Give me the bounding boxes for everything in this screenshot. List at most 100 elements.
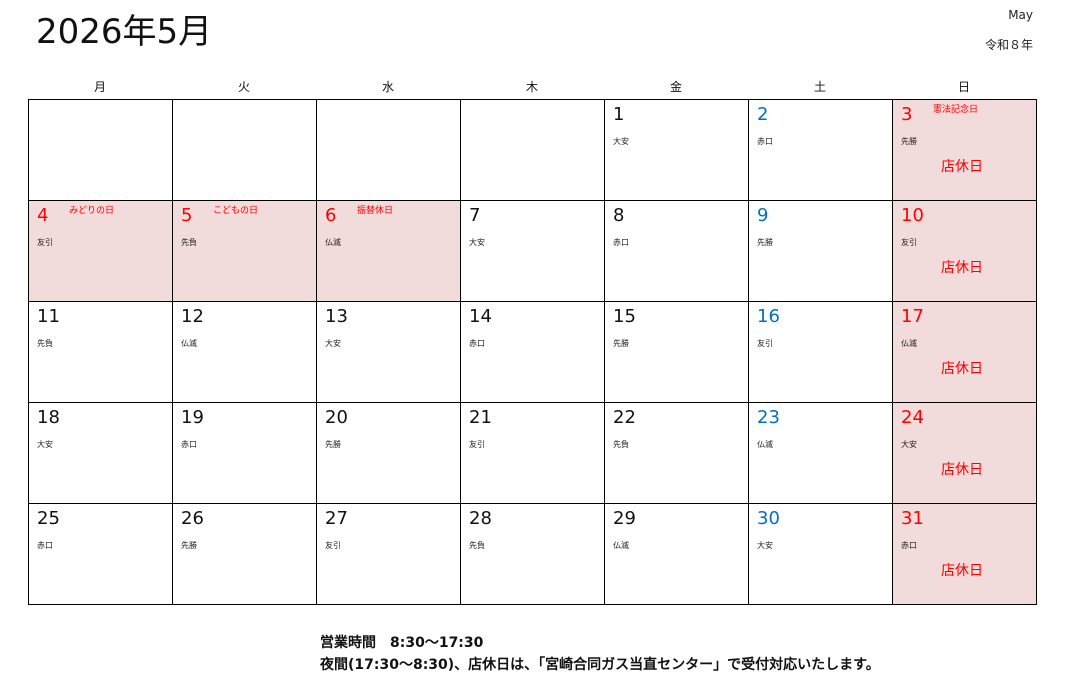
rokuyo-label: 大安 bbox=[37, 440, 53, 449]
day-number: 16 bbox=[757, 306, 780, 327]
day-number: 25 bbox=[37, 508, 60, 529]
day-number: 20 bbox=[325, 407, 348, 428]
day-number: 29 bbox=[613, 508, 636, 529]
day-cell: 21 友引 bbox=[460, 402, 605, 504]
footer-notice: 営業時間 8:30～17:30 夜間(17:30～8:30)、店休日は、「宮崎合… bbox=[320, 632, 880, 676]
rokuyo-label: 友引 bbox=[757, 339, 773, 348]
closed-day-label: 店休日 bbox=[941, 361, 983, 377]
rokuyo-label: 友引 bbox=[37, 238, 53, 247]
weekday-sat: 土 bbox=[813, 80, 826, 94]
day-cell: 16 友引 bbox=[748, 301, 893, 403]
rokuyo-label: 仏滅 bbox=[757, 440, 773, 449]
weekday-sun: 日 bbox=[957, 80, 970, 94]
day-cell: 23 仏滅 bbox=[748, 402, 893, 504]
day-number: 3 bbox=[901, 104, 913, 125]
day-number: 24 bbox=[901, 407, 924, 428]
closed-day-label: 店休日 bbox=[941, 563, 983, 579]
era-year: 令和８年 bbox=[984, 38, 1033, 52]
day-number: 17 bbox=[901, 306, 924, 327]
closed-day-label: 店休日 bbox=[941, 462, 983, 478]
month-english: May bbox=[1008, 8, 1033, 22]
rokuyo-label: 仏滅 bbox=[325, 238, 341, 247]
holiday-name: 振替休日 bbox=[357, 206, 394, 216]
day-number: 19 bbox=[181, 407, 204, 428]
day-cell bbox=[28, 99, 173, 201]
day-cell: 13 大安 bbox=[316, 301, 461, 403]
rokuyo-label: 仏滅 bbox=[613, 541, 629, 550]
rokuyo-label: 仏滅 bbox=[901, 339, 917, 348]
rokuyo-label: 先負 bbox=[181, 238, 197, 247]
holiday-name: 憲法記念日 bbox=[933, 105, 979, 115]
day-number: 30 bbox=[757, 508, 780, 529]
day-number: 14 bbox=[469, 306, 492, 327]
rokuyo-label: 先勝 bbox=[901, 137, 917, 146]
day-cell: 9 先勝 bbox=[748, 200, 893, 302]
rokuyo-label: 赤口 bbox=[469, 339, 485, 348]
weekday-tue: 火 bbox=[237, 80, 250, 94]
rokuyo-label: 大安 bbox=[901, 440, 917, 449]
rokuyo-label: 先勝 bbox=[757, 238, 773, 247]
day-number: 28 bbox=[469, 508, 492, 529]
rokuyo-label: 赤口 bbox=[901, 541, 917, 550]
weekday-wed: 水 bbox=[381, 80, 394, 94]
day-cell bbox=[316, 99, 461, 201]
day-number: 8 bbox=[613, 205, 625, 226]
weekday-fri: 金 bbox=[669, 80, 682, 94]
day-cell: 14 赤口 bbox=[460, 301, 605, 403]
day-cell: 20 先勝 bbox=[316, 402, 461, 504]
day-number: 21 bbox=[469, 407, 492, 428]
rokuyo-label: 先負 bbox=[613, 440, 629, 449]
day-number: 23 bbox=[757, 407, 780, 428]
day-number: 2 bbox=[757, 104, 769, 125]
rokuyo-label: 大安 bbox=[613, 137, 629, 146]
day-cell: 6 仏滅 振替休日 bbox=[316, 200, 461, 302]
day-cell: 26 先勝 bbox=[172, 503, 317, 605]
rokuyo-label: 友引 bbox=[901, 238, 917, 247]
day-cell: 24 大安店休日 bbox=[892, 402, 1037, 504]
weekday-thu: 木 bbox=[525, 80, 538, 94]
day-cell: 5 先負 こどもの日 bbox=[172, 200, 317, 302]
day-number: 6 bbox=[325, 205, 337, 226]
day-number: 11 bbox=[37, 306, 60, 327]
day-number: 13 bbox=[325, 306, 348, 327]
closed-day-label: 店休日 bbox=[941, 260, 983, 276]
rokuyo-label: 先負 bbox=[37, 339, 53, 348]
day-cell: 10 友引店休日 bbox=[892, 200, 1037, 302]
holiday-name: こどもの日 bbox=[213, 206, 259, 216]
day-number: 26 bbox=[181, 508, 204, 529]
day-number: 9 bbox=[757, 205, 769, 226]
day-number: 15 bbox=[613, 306, 636, 327]
weekday-mon: 月 bbox=[93, 80, 106, 94]
day-number: 5 bbox=[181, 205, 193, 226]
rokuyo-label: 友引 bbox=[469, 440, 485, 449]
day-number: 10 bbox=[901, 205, 924, 226]
day-number: 4 bbox=[37, 205, 49, 226]
rokuyo-label: 友引 bbox=[325, 541, 341, 550]
day-number: 22 bbox=[613, 407, 636, 428]
closed-day-label: 店休日 bbox=[941, 159, 983, 175]
day-cell: 15 先勝 bbox=[604, 301, 749, 403]
rokuyo-label: 先勝 bbox=[325, 440, 341, 449]
rokuyo-label: 赤口 bbox=[37, 541, 53, 550]
rokuyo-label: 先勝 bbox=[181, 541, 197, 550]
rokuyo-label: 先勝 bbox=[613, 339, 629, 348]
rokuyo-label: 大安 bbox=[325, 339, 341, 348]
page-title: 2026年5月 bbox=[36, 12, 213, 52]
